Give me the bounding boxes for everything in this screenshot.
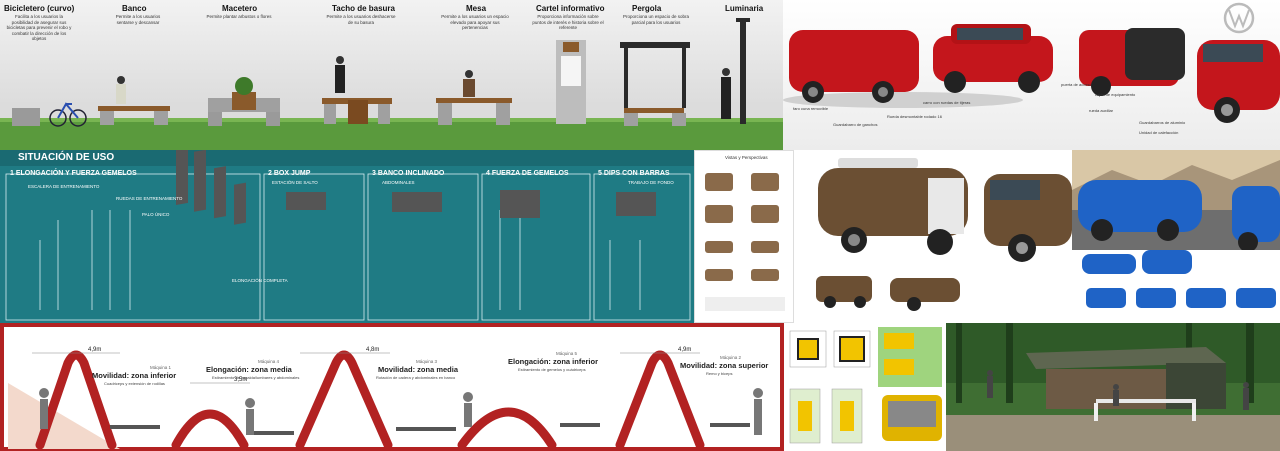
section-title-3: 3 BANCO INCLINADO <box>372 170 445 177</box>
section-title-4: 4 FUERZA DE GEMELOS <box>486 170 569 177</box>
brown-trailer-panel <box>794 150 1072 323</box>
machine-num-5: Máquina 5 <box>556 351 578 356</box>
furniture-desc-macetero: Permite plantar arbustos o flores <box>206 14 272 19</box>
note-elongacion: ELONGACIÓN COMPLETA <box>232 278 288 283</box>
furniture-title-mesa: Mesa <box>466 4 487 13</box>
red-label-7: Guardabarros de aluminio <box>1139 120 1186 125</box>
machine-title-3: Movilidad: zona media <box>378 365 459 374</box>
machine-num-4: Máquina 4 <box>258 359 280 364</box>
dim-label-2: 3,5m <box>234 377 248 383</box>
machine-title-4: Elongación: zona media <box>206 365 292 374</box>
note-salto: ESTACIÓN DE SALTO <box>272 180 318 185</box>
situacion-title: SITUACIÓN DE USO <box>18 152 115 163</box>
section-title-1: 1 ELONGACIÓN Y FUERZA GEMELOS <box>10 170 137 177</box>
technical-drawings-panel <box>786 323 946 451</box>
red-trailer-panel: faro cuna removible Guardabarro de ganch… <box>783 0 1280 150</box>
vistas-title: Vistas y Perspectivas <box>725 155 768 160</box>
machine-title-5: Elongación: zona inferior <box>508 357 599 366</box>
red-label-4: puerta de acceso <box>1061 82 1092 87</box>
furniture-title-macetero: Macetero <box>222 4 258 13</box>
furniture-title-luminaria: Luminaria <box>725 4 764 13</box>
camping-scene-panel <box>946 323 1280 451</box>
red-label-6: rueda auxiliar <box>1089 108 1114 113</box>
furniture-desc-cartel: Proporciona información sobre puntos de … <box>532 14 604 30</box>
machine-sub-3: Rotación de cadera y abdominales en banc… <box>376 375 456 380</box>
red-label-3: carro con ruedas de tijeras <box>923 100 971 105</box>
furniture-title-pergola: Pergola <box>632 4 662 13</box>
red-label-2: Rueda desmontable rodado 16 <box>887 114 942 119</box>
vistas-illustration <box>705 173 785 311</box>
machines-panel: 4,9m 3,5m 4,8m 4,9m Máquina 1 Movilidad:… <box>0 323 786 451</box>
furniture-desc-tacho: Permite a los usuarios deshacerse de su … <box>326 14 396 25</box>
dim-label-4: 4,9m <box>678 347 692 353</box>
furniture-title-cartel: Cartel informativo <box>536 4 605 13</box>
section-title-2: 2 BOX JUMP <box>268 170 311 177</box>
machine-sub-2: Remo y biceps <box>706 371 733 376</box>
furniture-title-banco: Banco <box>122 4 147 13</box>
furniture-title-bicicletero: Bicicletero (curvo) <box>4 4 75 13</box>
blue-trailer-illustration <box>1072 150 1280 323</box>
section-title-5: 5 DIPS CON BARRAS <box>598 170 670 177</box>
machine-title-2: Movilidad: zona superior <box>680 361 769 370</box>
furniture-desc-bicicletero: Facilita a los usuarios la posibilidad d… <box>6 14 72 41</box>
furniture-desc-mesa: Permite a los usuarios un espacio elevad… <box>441 14 509 30</box>
red-trailer-illustration <box>783 2 1280 123</box>
blue-trailer-panel <box>1072 150 1280 323</box>
vistas-panel: Vistas y Perspectivas <box>694 150 794 323</box>
situacion-illustration <box>0 150 694 321</box>
note-escalera: ESCALERA DE ENTRENAMIENTO <box>28 184 100 189</box>
machine-sub-4: Estiramiento de espalda/lumbares y abdom… <box>212 375 300 380</box>
dim-label-3: 4,8m <box>366 347 380 353</box>
machines-illustration <box>0 323 784 451</box>
dim-label-1: 4,9m <box>88 347 102 353</box>
brown-trailer-illustration <box>816 158 1072 311</box>
camping-scene-illustration <box>946 323 1280 451</box>
machine-num-2: Máquina 2 <box>720 355 742 360</box>
note-palo: PALO ÚNICO <box>142 212 170 217</box>
machine-sub-5: Estiramiento de gemelos y cuádriceps <box>518 367 586 372</box>
machine-sub-1: Cuadriceps y extensión de rodillas <box>104 381 165 386</box>
red-label-1: Guardabarro de ganchos <box>833 122 878 127</box>
technical-drawings-illustration <box>789 327 942 444</box>
urban-furniture-illustration <box>0 18 783 150</box>
red-label-0: faro cuna removible <box>793 106 829 111</box>
machine-num-1: Máquina 1 <box>150 365 172 370</box>
red-label-8: Unidad de calefacción <box>1139 130 1179 135</box>
note-abdominales: ABDOMINALES <box>382 180 415 185</box>
furniture-title-tacho: Tacho de basura <box>332 4 395 13</box>
furniture-desc-banco: Permite a los usuarios sentarse y descan… <box>115 14 161 25</box>
machine-num-3: Máquina 3 <box>416 359 438 364</box>
note-fondo: TRABAJO DE FONDO <box>628 180 674 185</box>
red-label-5: cajón de equipamiento <box>1095 92 1136 97</box>
furniture-desc-pergola: Proporciona un espacio de sobra parcial … <box>622 14 690 25</box>
machine-title-1: Movilidad: zona inferior <box>92 371 177 380</box>
urban-furniture-panel: Bicicletero (curvo) Facilita a los usuar… <box>0 0 783 150</box>
note-ruedas: RUEDAS DE ENTRENAMIENTO <box>116 196 183 201</box>
situacion-panel: SITUACIÓN DE USO 1 ELONGACIÓN Y FUERZA G… <box>0 150 694 323</box>
